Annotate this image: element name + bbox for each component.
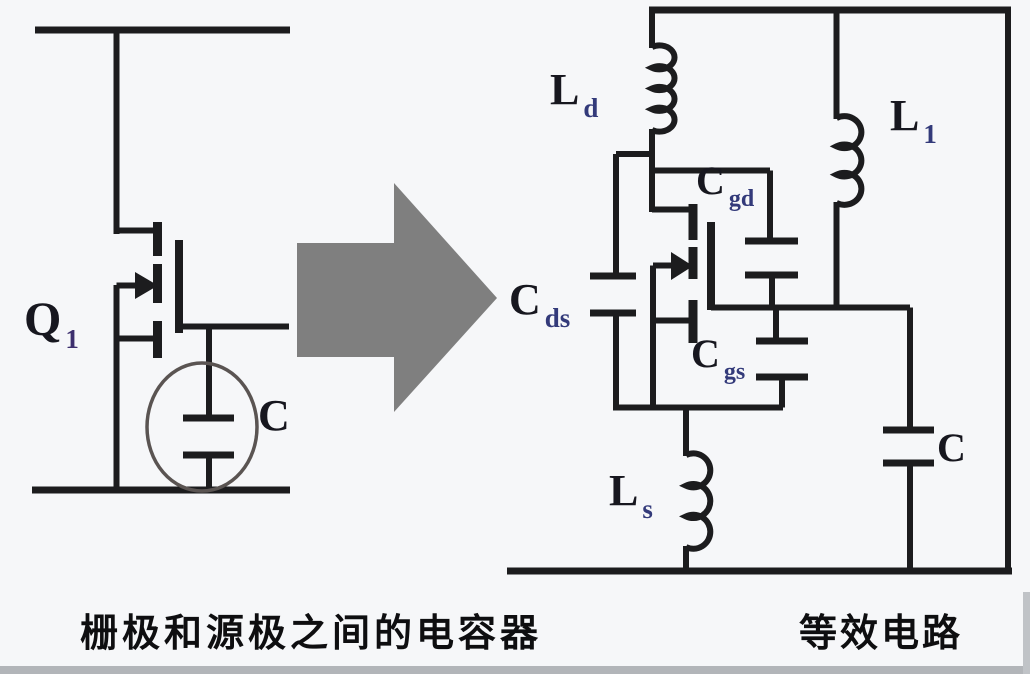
right-circuit-equivalent (507, 6, 1012, 575)
mosfet-equivalent-arrow (671, 252, 693, 280)
capacitor-c-output (883, 307, 934, 571)
image-right-edge (1023, 592, 1030, 674)
image-bottom-edge (0, 666, 1030, 674)
capacitor-c-left (183, 327, 234, 490)
transform-arrow-icon (297, 183, 497, 412)
inductor-ls (678, 407, 714, 571)
caption-right: 等效电路 (799, 613, 964, 655)
caption-left: 栅极和源极之间的电容器 (80, 613, 543, 655)
label-c-left: C (258, 391, 290, 440)
inductor-ld (644, 10, 678, 212)
capacitor-cgs (756, 307, 808, 408)
left-circuit-original (32, 26, 290, 494)
mosfet-equivalent-symbol (652, 204, 715, 343)
mosfet-q1-arrow (135, 272, 158, 299)
capacitor-cds (590, 151, 652, 408)
inductor-l1 (829, 10, 865, 308)
mosfet-q1-symbol (116, 222, 183, 358)
highlight-ellipse (145, 361, 259, 493)
label-c-output: C (937, 425, 966, 470)
capacitor-cgd (652, 167, 798, 308)
